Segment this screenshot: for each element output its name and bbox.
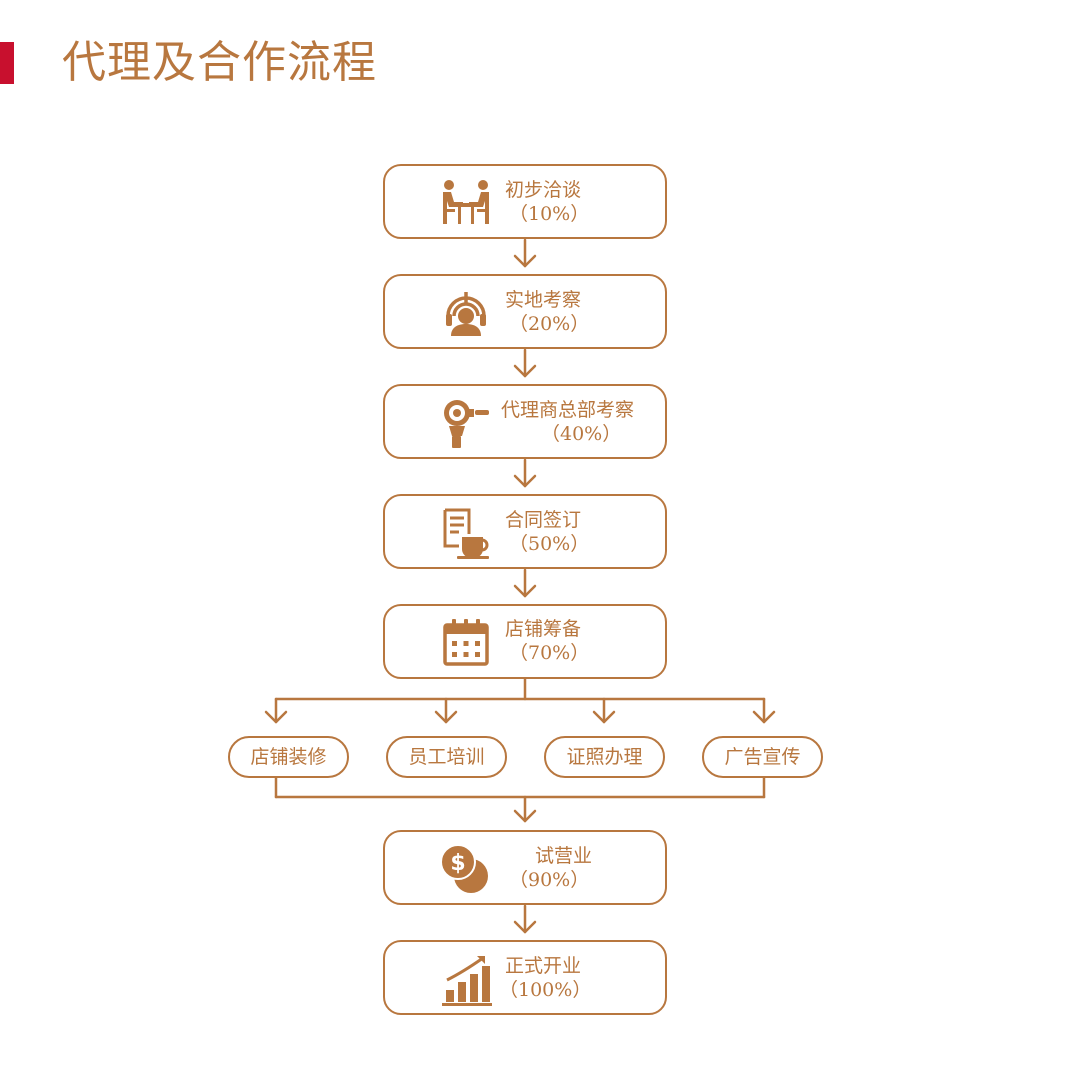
branch-staff-training: 员工培训 <box>386 736 507 778</box>
step-percent: （10%） <box>509 203 590 225</box>
step-hq-inspection: 代理商总部考察 （40%） <box>383 384 667 459</box>
step-site-inspection: 实地考察 （20%） <box>383 274 667 349</box>
step-percent: （90%） <box>509 869 590 891</box>
svg-text:$: $ <box>450 851 465 876</box>
step-label: 实地考察 <box>505 289 582 311</box>
branch-split <box>264 676 776 724</box>
step-trial-operation: $ 试营业 （90%） <box>383 830 667 905</box>
step-contract-signing: 合同签订 （50%） <box>383 494 667 569</box>
step-percent: （20%） <box>509 313 590 335</box>
step-label: 合同签订 <box>505 509 582 531</box>
arrow-1-2 <box>513 238 537 268</box>
branch-license-processing: 证照办理 <box>544 736 665 778</box>
inspector-icon <box>446 292 486 336</box>
step-label: 店铺筹备 <box>505 618 582 640</box>
arrow-6-7 <box>513 904 537 934</box>
step-percent: （40%） <box>541 423 622 445</box>
calendar-icon <box>443 619 489 666</box>
arrow-4-5 <box>513 568 537 598</box>
step-label: 代理商总部考察 <box>501 399 635 421</box>
step-label: 试营业 <box>535 845 593 867</box>
branch-advertising: 广告宣传 <box>702 736 823 778</box>
arrow-3-4 <box>513 458 537 488</box>
step-initial-talk: 初步洽谈 （10%） <box>383 164 667 239</box>
step-store-preparation: 店铺筹备 （70%） <box>383 604 667 679</box>
title-accent-bar <box>0 42 14 84</box>
step-percent: （100%） <box>499 979 592 1001</box>
step-percent: （70%） <box>509 642 590 664</box>
coins-icon: $ <box>440 844 488 893</box>
magnifier-icon <box>444 400 489 448</box>
arrow-2-3 <box>513 348 537 378</box>
branch-store-decoration: 店铺装修 <box>228 736 349 778</box>
step-percent: （50%） <box>509 533 590 555</box>
step-grand-opening: 正式开业 （100%） <box>383 940 667 1015</box>
step-label: 初步洽谈 <box>505 179 582 201</box>
branch-merge <box>274 776 766 823</box>
growth-chart-icon <box>442 956 492 1006</box>
step-label: 正式开业 <box>505 955 582 977</box>
page-title: 代理及合作流程 <box>62 37 377 88</box>
contract-coffee-icon <box>443 508 489 559</box>
meeting-icon <box>443 180 489 224</box>
